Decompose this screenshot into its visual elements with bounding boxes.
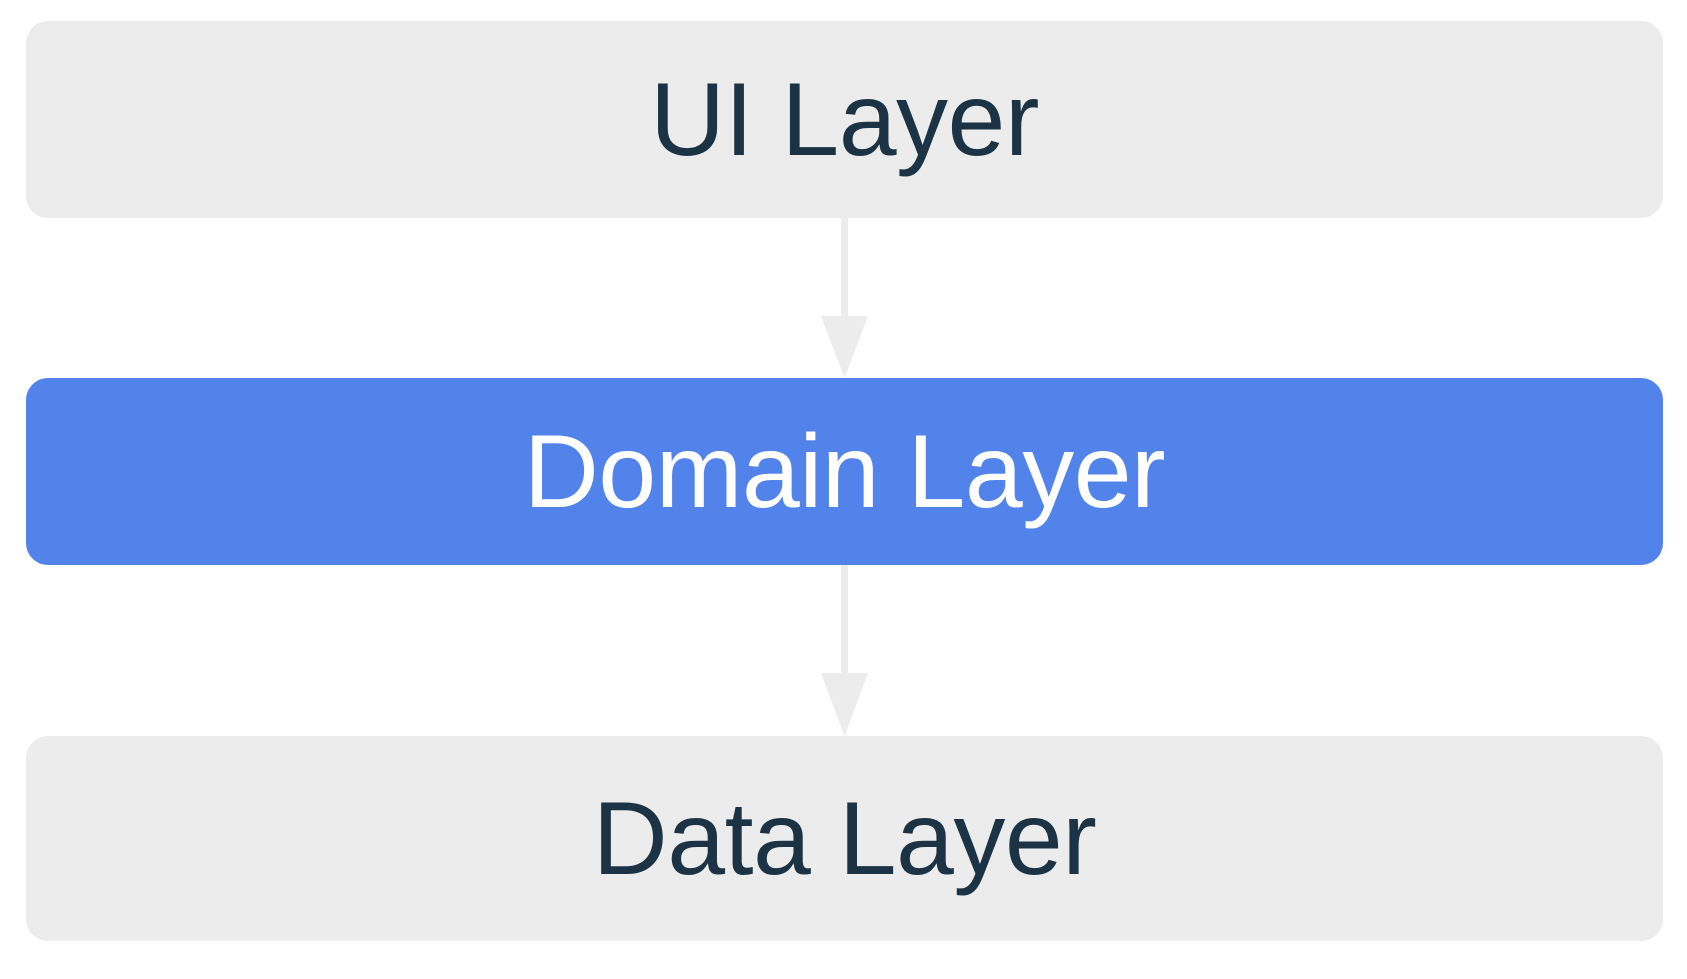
layer-node-domain[interactable]: Domain Layer xyxy=(26,378,1663,565)
layer-node-ui-label: UI Layer xyxy=(649,61,1040,178)
arrow-down-icon xyxy=(821,218,868,378)
arrow-down-icon xyxy=(821,565,868,736)
layer-node-data-label: Data Layer xyxy=(592,780,1097,897)
connector-domain-to-data xyxy=(821,565,868,736)
connector-ui-to-domain xyxy=(821,218,868,378)
layer-node-ui[interactable]: UI Layer xyxy=(26,21,1663,218)
layer-node-domain-label: Domain Layer xyxy=(523,413,1166,530)
layer-node-data[interactable]: Data Layer xyxy=(26,736,1663,941)
